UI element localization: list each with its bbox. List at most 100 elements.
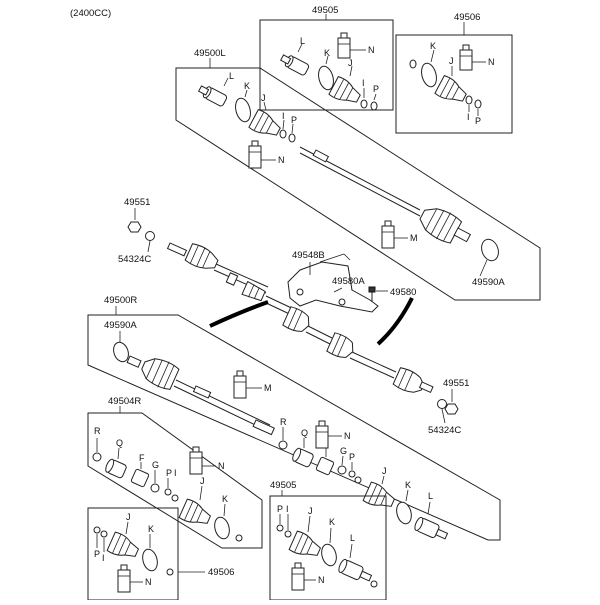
circlip-small: [409, 59, 417, 69]
circlip-P: [93, 526, 101, 534]
circlip-P: [370, 101, 378, 111]
letter-P: P: [166, 468, 172, 478]
label-54324C-left: 54324C: [118, 254, 151, 265]
tripod-F: [315, 456, 335, 476]
grease-tube-N: [117, 564, 131, 593]
label-49551-right: 49551: [443, 378, 469, 389]
inner-joint-Q: [105, 458, 127, 479]
letter-J: J: [200, 476, 205, 486]
letter-L: L: [428, 491, 433, 501]
letter-N: N: [368, 45, 375, 55]
letter-R: R: [280, 417, 287, 427]
boot-clamp-ring-K: [321, 543, 337, 567]
grease-tube-N: [291, 562, 305, 591]
label-49500L: 49500L: [194, 48, 226, 59]
circlip-I: [279, 129, 287, 139]
letter-Q: Q: [116, 438, 123, 448]
letter-J: J: [261, 93, 266, 103]
drive-shaft-assembly-middle: [166, 242, 434, 394]
letter-N: N: [278, 155, 285, 165]
label-49500R: 49500R: [104, 295, 137, 306]
letter-M: M: [410, 233, 418, 243]
letter-M: M: [264, 383, 272, 393]
letter-I: I: [174, 468, 177, 478]
boot-J: [288, 530, 322, 556]
label-49590A-mid: 49590A: [104, 320, 137, 331]
outer-joint-housing-L: [280, 54, 310, 76]
label-49505-bottom: 49505: [270, 480, 296, 491]
letter-K: K: [244, 81, 250, 91]
outer-joint-housing-L: [414, 516, 449, 540]
boot-J: [362, 481, 396, 507]
circlip-P: [348, 470, 356, 478]
circlip-small: [370, 580, 378, 588]
letter-N: N: [344, 431, 351, 441]
circlip-small: [235, 534, 243, 542]
nut-49551-left: [127, 221, 142, 233]
letter-P: P: [291, 115, 297, 125]
circlip-P: [164, 488, 172, 496]
kit-49500R-frame: [87, 314, 501, 541]
label-49580A: 49580A: [332, 276, 365, 287]
letter-J: J: [348, 58, 353, 68]
circlip-P: [474, 99, 482, 109]
grease-tube-N: [459, 44, 473, 71]
boot-J: [328, 76, 361, 103]
boot-clamp-ring-K: [318, 65, 334, 91]
label-49506-bottom: 49506: [208, 567, 234, 578]
label-49548B: 49548B: [292, 250, 325, 261]
letter-P: P: [277, 504, 283, 514]
inner-joint-Q: [292, 447, 314, 468]
snap-ring-G: [150, 483, 160, 493]
indicator-arc-left: [209, 300, 269, 328]
tone-ring-49590A-lower: [113, 341, 129, 363]
kit-49506-bottom-parts: P I J K N: [93, 512, 174, 593]
circlip-I: [171, 494, 179, 502]
label-49505-top: 49505: [312, 5, 338, 16]
bolt-49580: [368, 286, 376, 302]
tripod-F: [130, 468, 150, 488]
letter-I: I: [362, 78, 365, 88]
circlip-I: [360, 99, 368, 109]
letter-K: K: [148, 524, 154, 534]
letter-K: K: [324, 48, 330, 58]
grease-tube-M: [381, 220, 395, 249]
circlip-P: [276, 524, 284, 532]
boot-J: [106, 531, 140, 557]
grease-tube-N: [189, 446, 203, 475]
circlip-I: [100, 530, 108, 538]
indicator-arc-right: [376, 297, 414, 346]
kit-49505-top-frame: [259, 19, 394, 111]
label-49580: 49580: [390, 287, 416, 298]
letter-J: J: [308, 506, 313, 516]
letter-I: I: [467, 112, 470, 122]
label-54324C-right: 54324C: [428, 425, 461, 436]
boot-clamp-ring-K: [235, 97, 251, 123]
letter-K: K: [222, 494, 228, 504]
grease-tube-N: [337, 32, 351, 59]
letter-N: N: [318, 575, 325, 585]
grease-tube-N: [315, 420, 329, 449]
letter-P: P: [349, 452, 355, 462]
circlip-R: [92, 452, 102, 462]
letter-R: R: [94, 426, 101, 436]
boot-clamp-ring-K: [396, 501, 412, 525]
boot-J: [434, 75, 467, 102]
letter-P: P: [94, 549, 100, 559]
label-49590A-top: 49590A: [472, 277, 505, 288]
circlip-I: [354, 476, 362, 484]
letter-J: J: [382, 466, 387, 476]
kit-49504R-parts: R Q F G P I N J: [92, 426, 243, 542]
kit-49500L-parts: L K J I P N: [198, 71, 499, 277]
circlip-I: [465, 95, 473, 105]
boot-clamp-ring-K: [421, 62, 437, 88]
kit-49504R-frame: [87, 412, 263, 549]
kit-49500R-shaft: M R Q F G P N: [126, 355, 449, 540]
kit-49505-bottom-parts: P I J K L N: [276, 504, 378, 591]
letter-N: N: [488, 57, 495, 67]
letter-K: K: [430, 41, 436, 51]
letter-N: N: [145, 577, 152, 587]
letter-L: L: [350, 533, 355, 543]
snap-ring-G: [337, 465, 347, 475]
boot-clamp-ring-K: [142, 548, 158, 572]
